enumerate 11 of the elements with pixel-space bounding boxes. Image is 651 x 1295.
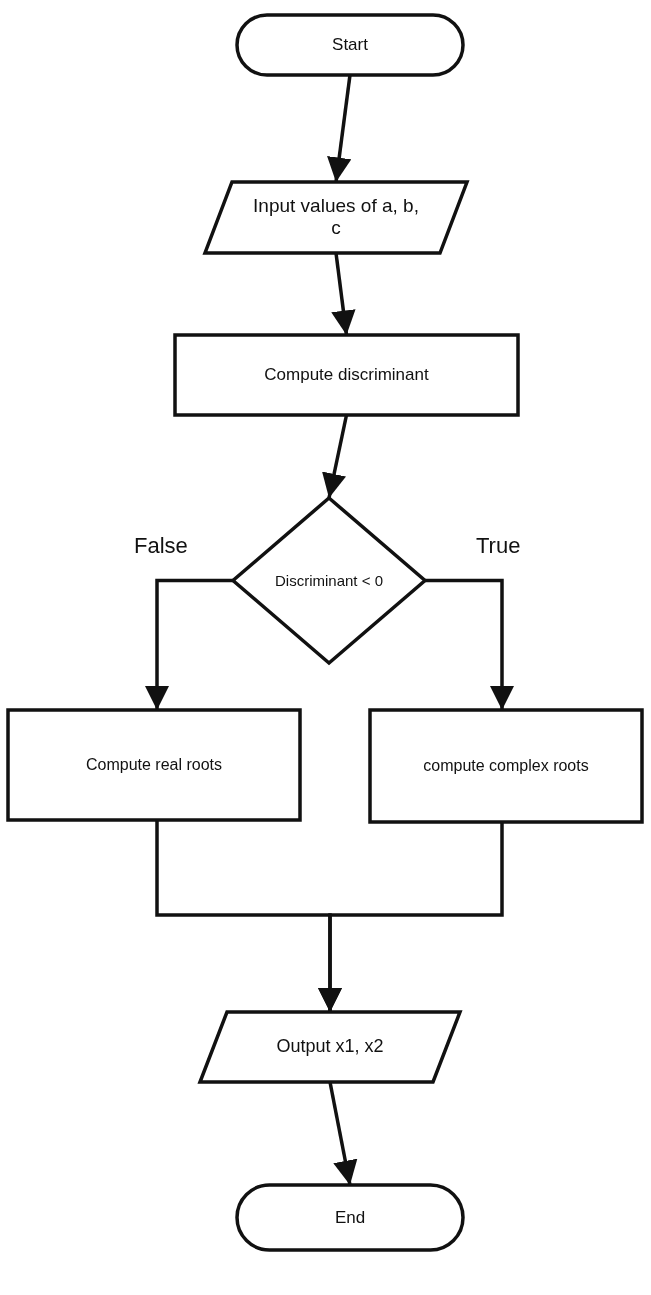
node-text: Compute real roots xyxy=(84,755,224,775)
arrow xyxy=(144,578,233,710)
node-text: End xyxy=(333,1207,367,1228)
node-text: Input values of a, b, c xyxy=(252,194,420,241)
arrow xyxy=(317,822,504,1012)
node-text: Compute discriminant xyxy=(263,364,430,386)
arrow xyxy=(425,578,515,710)
node-text: Start xyxy=(331,34,369,56)
node-text: Discriminant < 0 xyxy=(274,571,384,590)
node-text: compute complex roots xyxy=(422,756,590,776)
node-text: Output x1, x2 xyxy=(275,1036,385,1058)
